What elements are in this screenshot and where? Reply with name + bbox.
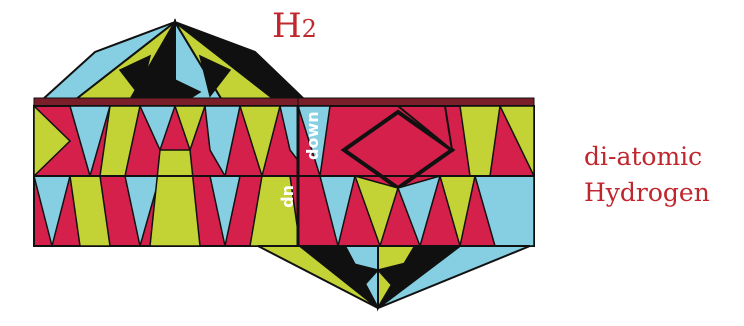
up-label: up (280, 185, 299, 208)
caption-line-2: Hydrogen (584, 178, 724, 207)
title: H2 (272, 6, 317, 46)
left-band (34, 106, 310, 246)
down-label: down (303, 111, 322, 160)
right-band (298, 106, 534, 246)
title-subscript: 2 (302, 15, 317, 43)
left-cap (42, 22, 305, 108)
title-element: H (272, 6, 302, 46)
left-atom (34, 22, 310, 246)
right-cap (258, 246, 530, 308)
caption-line-1: di-atomic (584, 142, 724, 171)
